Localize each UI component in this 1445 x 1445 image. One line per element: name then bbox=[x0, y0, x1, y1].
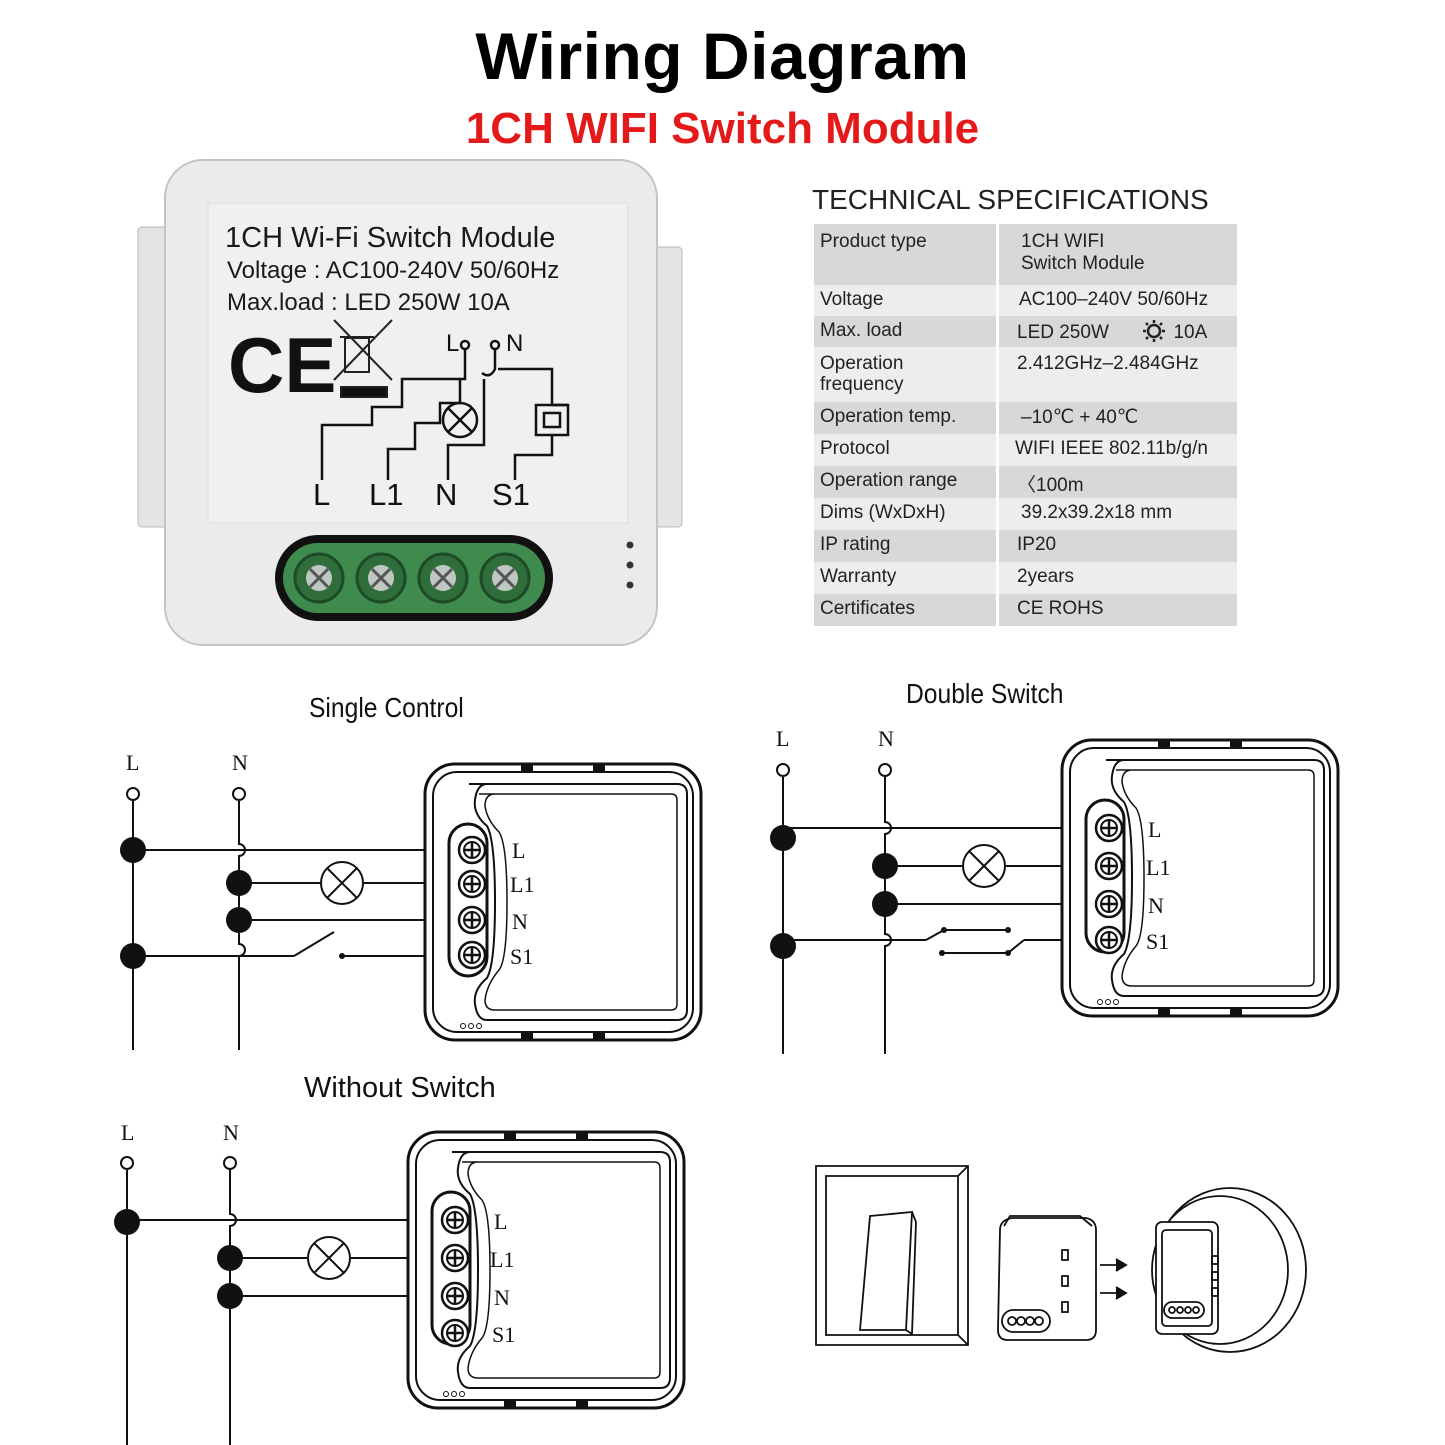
page-title: Wiring Diagram bbox=[475, 19, 970, 93]
spec-value: –10℃ + 40℃ bbox=[1021, 407, 1139, 428]
spec-key: Voltage bbox=[814, 285, 999, 316]
spec-row: Dims (WxDxH) 39.2x39.2x18 mm bbox=[814, 498, 1237, 530]
spec-key: Operation range bbox=[814, 466, 999, 498]
spec-value-line1: 1CH WIFI bbox=[1021, 231, 1105, 252]
spec-row: Operation range 〈100m bbox=[814, 466, 1237, 498]
label-terminal-n: N bbox=[435, 477, 457, 512]
spec-key: Dims (WxDxH) bbox=[814, 498, 999, 530]
spec-row: Protocol WIFI IEEE 802.11b/g/n bbox=[814, 434, 1237, 466]
single-l-label: L bbox=[126, 750, 139, 775]
spec-value-line2: Switch Module bbox=[1021, 253, 1145, 274]
spec-value: AC100–240V 50/60Hz bbox=[1019, 289, 1209, 310]
double-l-label: L bbox=[776, 726, 789, 751]
single-control-diagram: L N L L1 N S1 bbox=[120, 750, 703, 1050]
label-area bbox=[207, 202, 629, 524]
module-outline bbox=[423, 762, 703, 1042]
weee-bin-icon bbox=[333, 319, 393, 398]
without-switch-diagram: L N L L1 N S1 bbox=[114, 1120, 686, 1445]
spec-value: 〈100m bbox=[1017, 475, 1084, 496]
lamp-icon bbox=[307, 1236, 351, 1280]
product-image: 1CH Wi-Fi Switch Module Voltage : AC100-… bbox=[137, 159, 683, 646]
indicator-dots bbox=[626, 541, 634, 589]
spec-value: 2years bbox=[1017, 566, 1075, 587]
label-name: 1CH Wi-Fi Switch Module bbox=[225, 222, 555, 254]
label-terminal-top-l: L bbox=[446, 330, 459, 357]
spec-row: IP rating IP20 bbox=[814, 530, 1237, 562]
lamp-icon bbox=[962, 844, 1006, 888]
spec-value: IP20 bbox=[1017, 534, 1057, 555]
double-terminal-l1: L1 bbox=[1146, 855, 1170, 880]
single-control-title: Single Control bbox=[309, 692, 464, 723]
wall-box-icon bbox=[1151, 1187, 1307, 1353]
without-n-label: N bbox=[223, 1120, 239, 1145]
spec-row: Warranty 2years bbox=[814, 562, 1237, 594]
page-subtitle: 1CH WIFI Switch Module bbox=[465, 104, 980, 153]
without-terminal-l1: L1 bbox=[490, 1247, 514, 1272]
spec-value: 39.2x39.2x18 mm bbox=[1021, 502, 1173, 523]
spec-value: LED 250W 10A bbox=[998, 316, 1238, 347]
without-terminal-l: L bbox=[494, 1209, 507, 1234]
spec-row: Max. load LED 250W 10A bbox=[814, 316, 1237, 347]
spec-value: CE ROHS bbox=[1017, 598, 1104, 619]
double-terminal-l: L bbox=[1148, 817, 1161, 842]
spec-key-line2: frequency bbox=[820, 374, 904, 395]
mini-module-icon bbox=[997, 1215, 1128, 1341]
spec-key-line1: Operation bbox=[820, 353, 904, 374]
spec-value-led: LED 250W bbox=[1017, 322, 1109, 343]
without-switch-title: Without Switch bbox=[304, 1072, 496, 1104]
spec-value: WIFI IEEE 802.11b/g/n bbox=[1015, 438, 1208, 459]
without-terminal-s1: S1 bbox=[492, 1322, 515, 1347]
spec-key: Warranty bbox=[814, 562, 999, 594]
without-l-label: L bbox=[121, 1120, 134, 1145]
spec-value: 2.412GHz–2.484GHz bbox=[1017, 353, 1199, 374]
spec-key: IP rating bbox=[814, 530, 999, 562]
label-voltage: Voltage : AC100-240V 50/60Hz bbox=[227, 257, 559, 284]
double-terminal-s1: S1 bbox=[1146, 929, 1169, 954]
bulb-sun-icon bbox=[1143, 320, 1166, 342]
single-terminal-n: N bbox=[512, 909, 528, 934]
spec-key: Product type bbox=[814, 224, 999, 285]
wall-switch-icon bbox=[815, 1165, 969, 1346]
double-terminal-n: N bbox=[1148, 893, 1164, 918]
ce-mark: CE bbox=[228, 321, 336, 409]
lamp-icon bbox=[320, 861, 364, 905]
double-switch-diagram: L N L L1 N S1 bbox=[770, 726, 1340, 1054]
spec-key: Operation temp. bbox=[814, 402, 999, 434]
without-terminal-n: N bbox=[494, 1285, 510, 1310]
label-terminal-s1: S1 bbox=[492, 477, 530, 512]
label-terminal-l1: L1 bbox=[369, 477, 403, 512]
spec-row: Operation temp. –10℃ + 40℃ bbox=[814, 402, 1237, 434]
label-terminal-l: L bbox=[313, 477, 330, 512]
double-switch-title: Double Switch bbox=[906, 678, 1064, 709]
label-max-load: Max.load : LED 250W 10A bbox=[227, 289, 510, 316]
spec-row: Voltage AC100–240V 50/60Hz bbox=[814, 285, 1237, 316]
single-terminal-s1: S1 bbox=[510, 944, 533, 969]
single-terminal-l1: L1 bbox=[510, 872, 534, 897]
spec-row: Certificates CE ROHS bbox=[814, 594, 1237, 626]
single-terminal-l: L bbox=[512, 838, 525, 863]
spec-key: Certificates bbox=[814, 594, 999, 626]
green-terminals bbox=[283, 543, 545, 613]
label-schematic bbox=[320, 339, 570, 480]
single-n-label: N bbox=[232, 750, 248, 775]
installation-illustration bbox=[815, 1165, 1307, 1353]
spec-key: Protocol bbox=[814, 434, 999, 466]
specs-heading: TECHNICAL SPECIFICATIONS bbox=[812, 184, 1209, 215]
double-n-label: N bbox=[878, 726, 894, 751]
label-terminal-top-n: N bbox=[506, 330, 523, 357]
spec-key: Max. load bbox=[814, 316, 999, 347]
spec-value-amp: 10A bbox=[1173, 322, 1208, 343]
